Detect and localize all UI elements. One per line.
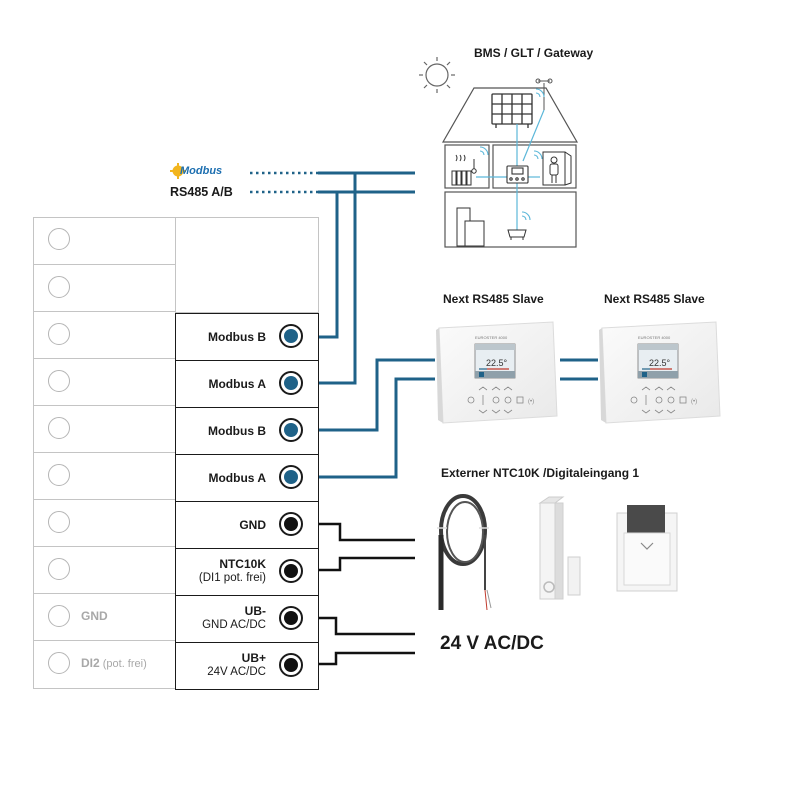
terminal-connected-bus-icon [279,324,303,348]
thermostat-brand: EUROSTER 4000 [638,335,671,340]
svg-text:(•): (•) [528,399,534,405]
terminal-left-label: GND [81,609,108,623]
terminal-connected-power-icon [279,653,303,677]
modbus-logo: Modbus [170,163,222,179]
thermostat-icon: EUROSTER 4000 22.5° (•) [599,321,721,424]
terminal-right-row: GND [175,501,319,549]
terminal-screw-icon [48,228,70,250]
terminal-left-row: GND [33,593,176,640]
terminal-left-row [33,405,176,452]
terminal-label: Modbus A [208,471,266,485]
terminal-right-row: Modbus A [175,360,319,408]
sun-icon [419,57,455,93]
terminal-connected-power-icon [279,512,303,536]
slave-thermostat-2: EUROSTER 4000 22.5° (•) [598,320,723,430]
slave-thermostat-1: EUROSTER 4000 22.5° (•) [435,320,560,430]
house-basement [444,191,577,248]
terminal-left-row [33,311,176,358]
terminal-screw-icon [48,605,70,627]
terminal-left-label: DI2 (pot. frei) [81,656,147,670]
thermostat-temperature: 22.5° [486,358,508,368]
door-contact-icon [538,496,581,600]
radiator-icon [451,154,477,186]
terminal-right-row: UB+24V AC/DC [175,642,319,690]
terminal-connected-power-icon [279,559,303,583]
house-room-right [492,144,577,189]
slave-2-title: Next RS485 Slave [604,292,705,306]
terminal-right-row: UB-GND AC/DC [175,595,319,643]
sensors-title: Externer NTC10K /Digitaleingang 1 [441,466,640,480]
thermostat-icon: EUROSTER 4000 22.5° (•) [436,321,558,424]
terminal-block-top-right [175,217,319,313]
terminal-connected-bus-icon [279,465,303,489]
wireless-icons [479,88,545,221]
terminal-connected-power-icon [279,606,303,630]
terminal-left-row [33,499,176,546]
terminal-left-row [33,452,176,499]
solar-panel-icon [491,93,533,128]
terminal-right-row: Modbus A [175,454,319,502]
power-label: 24 V AC/DC [440,633,544,654]
terminal-left-row [33,264,176,311]
wire-modbus-b-2 [291,358,435,432]
terminal-right-row: Modbus B [175,407,319,455]
terminal-label: GND [239,518,266,532]
terminal-screw-icon [48,464,70,486]
terminal-screw-icon [48,652,70,674]
terminal-label: Modbus B [208,424,266,438]
terminal-left-row: DI2 (pot. frei) [33,640,176,687]
terminal-screw-icon [48,323,70,345]
terminal-label: NTC10K(DI1 pot. frei) [198,557,266,584]
ntc-cable-sensor-icon [437,494,492,611]
terminal-screw-icon [48,558,70,580]
house-room-left [444,144,490,189]
terminal-left-row [33,358,176,405]
controller-icon [506,165,529,184]
terminal-connected-bus-icon [279,371,303,395]
terminal-label: UB+24V AC/DC [207,651,266,678]
wire-modbus-a-2 [291,377,435,479]
svg-text:(•): (•) [691,399,697,405]
sensor-dome-icon [507,229,527,240]
door-person-icon [542,151,572,186]
gateway-house-illustration [419,57,579,248]
terminal-screw-icon [48,417,70,439]
terminal-left-row [33,217,176,264]
terminal-screw-icon [48,276,70,298]
terminal-right-row: Modbus B [175,313,319,361]
modbus-logo-text: Modbus [180,165,223,177]
terminal-label: Modbus A [208,377,266,391]
slave-1-title: Next RS485 Slave [443,292,544,306]
rs485-label: RS485 A/B [170,185,233,199]
terminal-label: Modbus B [208,330,266,344]
gateway-title: BMS / GLT / Gateway [474,46,594,60]
terminal-left-row [33,546,176,593]
terminal-screw-icon [48,370,70,392]
boiler-icon [456,207,485,247]
keycard-switch-icon [616,505,678,592]
modbus-gear-icon [170,163,186,179]
thermostat-temperature: 22.5° [649,358,671,368]
terminal-screw-icon [48,511,70,533]
terminal-connected-bus-icon [279,418,303,442]
thermostat-brand: EUROSTER 4000 [475,335,508,340]
house-roof [441,87,579,143]
terminal-right-row: NTC10K(DI1 pot. frei) [175,548,319,596]
terminal-label: UB-GND AC/DC [202,604,266,631]
